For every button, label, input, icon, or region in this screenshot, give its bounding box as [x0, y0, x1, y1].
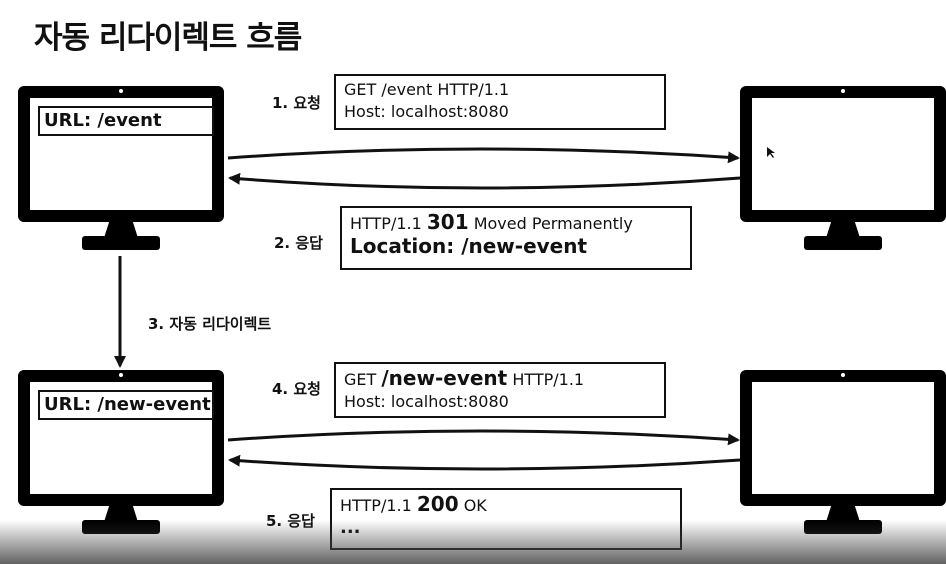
status-reason: Moved Permanently	[468, 214, 633, 233]
status-line: HTTP/1.1 200 OK	[340, 493, 672, 517]
monitor-neck	[104, 222, 138, 238]
response-message-1: HTTP/1.1 301 Moved Permanently Location:…	[340, 206, 692, 270]
host-header: Host: localhost:8080	[344, 392, 509, 411]
status-reason: OK	[458, 496, 487, 515]
monitor-led	[119, 373, 123, 377]
request-message-1: GET /event HTTP/1.1 Host: localhost:8080	[334, 74, 666, 130]
location-header: Location: /new-event	[350, 234, 588, 258]
status-version: HTTP/1.1	[350, 214, 427, 233]
status-version: HTTP/1.1	[340, 496, 417, 515]
mouse-cursor-icon	[767, 147, 775, 158]
request-line: GET /new-event HTTP/1.1	[344, 367, 656, 391]
status-code: 200	[416, 492, 459, 516]
response-arrow-1	[228, 172, 741, 190]
request-message-2: GET /new-event HTTP/1.1 Host: localhost:…	[334, 362, 666, 418]
server-screen-top	[740, 86, 946, 222]
step-label-3: 3. 자동 리다이렉트	[148, 315, 272, 333]
server-monitor-top	[740, 86, 946, 254]
request-path: /new-event	[381, 366, 508, 390]
page-title: 자동 리다이렉트 흐름	[34, 20, 302, 56]
client-monitor-bottom: URL: /new-event	[18, 370, 224, 538]
response-arrow-2	[228, 454, 741, 471]
status-line: HTTP/1.1 301 Moved Permanently	[350, 211, 682, 235]
request-line: GET /event HTTP/1.1	[344, 80, 510, 99]
url-box-top: URL: /event	[38, 106, 214, 136]
monitor-neck	[826, 222, 860, 238]
status-code: 301	[426, 210, 469, 234]
monitor-neck	[104, 506, 138, 522]
server-monitor-bottom	[740, 370, 946, 538]
host-header: Host: localhost:8080	[344, 102, 509, 121]
monitor-led	[119, 89, 123, 93]
request-arrow-1	[227, 147, 740, 164]
monitor-base	[82, 236, 160, 250]
response-message-2: HTTP/1.1 200 OK ...	[330, 488, 682, 550]
step-label-5: 5. 응답	[266, 512, 315, 530]
server-screen-bottom	[740, 370, 946, 506]
monitor-base	[804, 520, 882, 534]
client-monitor-top: URL: /event	[18, 86, 224, 254]
body-ellipsis: ...	[340, 517, 361, 538]
request-method: GET	[344, 370, 382, 389]
step-label-2: 2. 응답	[274, 234, 323, 252]
monitor-base	[804, 236, 882, 250]
step-label-4: 4. 요청	[272, 380, 321, 398]
client-screen-top: URL: /event	[18, 86, 224, 222]
client-screen-bottom: URL: /new-event	[18, 370, 224, 506]
step-label-1: 1. 요청	[272, 94, 321, 112]
monitor-led	[841, 373, 845, 377]
monitor-neck	[826, 506, 860, 522]
monitor-base	[82, 520, 160, 534]
url-box-bottom: URL: /new-event	[38, 390, 214, 420]
monitor-led	[841, 89, 845, 93]
request-version: HTTP/1.1	[507, 370, 585, 389]
request-arrow-2	[227, 429, 740, 446]
